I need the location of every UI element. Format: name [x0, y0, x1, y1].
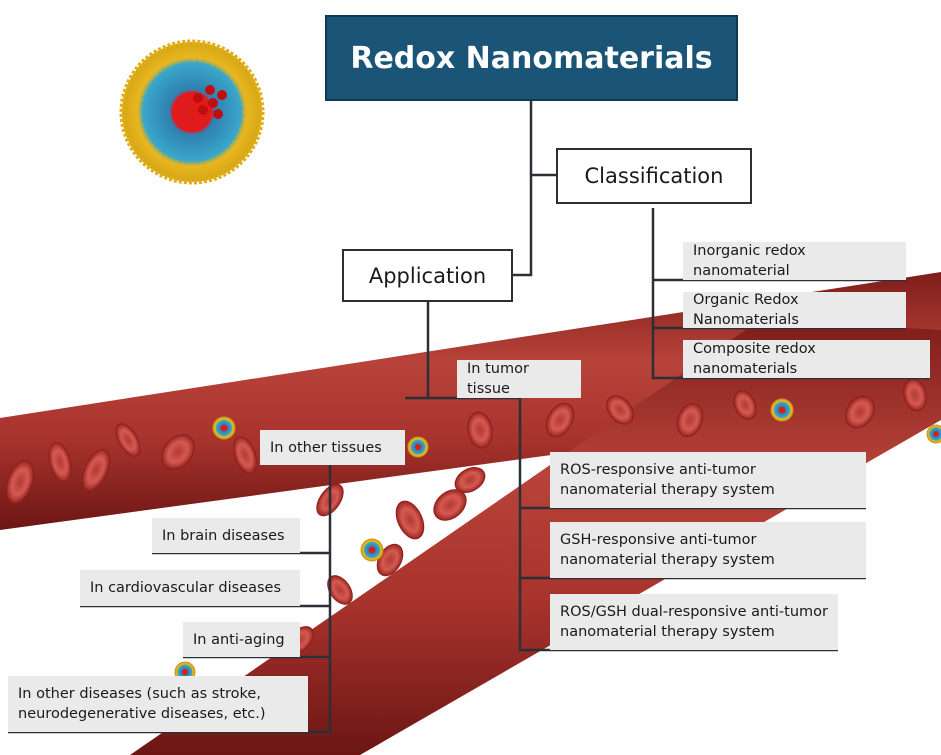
- red-blood-cells: [5, 378, 927, 706]
- nanoparticles-small: [174, 398, 941, 683]
- classification-item-composite: Composite redox nanomaterials: [683, 340, 930, 378]
- tumor-item-ros: ROS-responsive anti-tumor nanomaterial t…: [550, 452, 866, 508]
- classification-item-organic: Organic Redox Nanomaterials: [683, 292, 906, 328]
- other-tissues-label: In other tissues: [260, 430, 405, 465]
- nanoparticle-illustration: [119, 39, 265, 185]
- tumor-item-dual: ROS/GSH dual-responsive anti-tumor nanom…: [550, 594, 838, 650]
- other-item-other-diseases: In other diseases (such as stroke, neuro…: [8, 676, 308, 732]
- classification-item-inorganic: Inorganic redox nanomaterial: [683, 242, 906, 280]
- other-item-brain: In brain diseases: [152, 518, 300, 553]
- blood-vessel-horizontal: [0, 272, 941, 530]
- blood-vessel-diagonal: [130, 320, 941, 755]
- connector-lines: [8, 101, 930, 734]
- classification-heading: Classification: [556, 148, 752, 204]
- diagram-title: Redox Nanomaterials: [325, 15, 738, 101]
- tumor-tissue-label: In tumor tissue: [457, 360, 581, 398]
- application-heading: Application: [342, 249, 513, 302]
- other-item-anti-aging: In anti-aging: [183, 622, 300, 657]
- other-item-cardiovascular: In cardiovascular diseases: [80, 570, 300, 606]
- tumor-item-gsh: GSH-responsive anti-tumor nanomaterial t…: [550, 522, 866, 578]
